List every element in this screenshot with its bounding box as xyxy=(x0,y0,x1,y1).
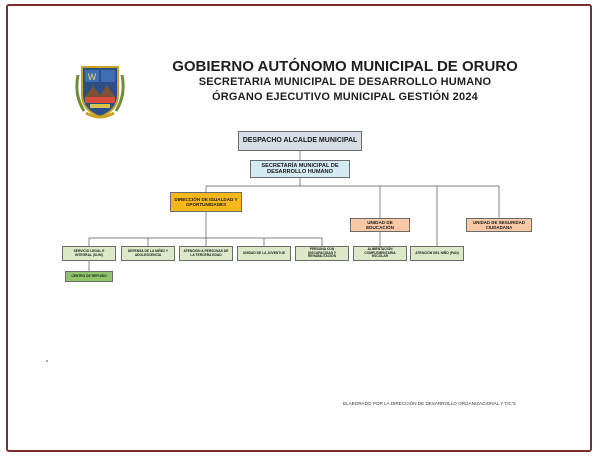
page-frame xyxy=(6,4,592,452)
node-despacho-alcalde: DESPACHO ALCALDE MUNICIPAL xyxy=(238,131,362,151)
footer-credit: ELABORADO POR LA DIRECCIÓN DE DESARROLLO… xyxy=(343,401,516,406)
municipal-coat-of-arms-icon: W xyxy=(70,55,130,125)
node-tercera-edad: ATENCIÓN A PERSONAS DE LA TERCERA EDAD xyxy=(179,246,233,261)
node-atencion-nino-pan: ATENCIÓN DEL NIÑO (PAN) xyxy=(410,246,464,261)
node-unidad-seguridad: UNIDAD DE SEGURIDAD CIUDADANA xyxy=(466,218,532,232)
node-centro-refugio: CENTRO DE REFUGIO xyxy=(65,271,113,282)
stray-dot xyxy=(46,360,48,362)
page-subtitle-secretaria: SECRETARIA MUNICIPAL DE DESARROLLO HUMAN… xyxy=(198,76,492,88)
node-direccion-igualdad: DIRECCIÓN DE IGUALDAD Y OPORTUNIDADES xyxy=(170,192,242,212)
page-title: GOBIERNO AUTÓNOMO MUNICIPAL DE ORURO xyxy=(172,58,518,75)
node-unidad-juventud: UNIDAD DE LA JUVENTUD xyxy=(237,246,291,261)
node-unidad-educacion: UNIDAD DE EDUCACIÓN xyxy=(350,218,410,232)
node-slim: SERVICIO LEGAL E INTEGRAL (SLIM) xyxy=(62,246,116,261)
node-defensa-ninez: DEFENSA DE LA NIÑEZ Y ADOLESCENCIA xyxy=(121,246,175,261)
svg-text:W: W xyxy=(88,72,97,82)
node-discapacidad: PERSONA CON DISCAPACIDAD Y REHABILITACIÓ… xyxy=(295,246,349,261)
page-subtitle-gestion: ÓRGANO EJECUTIVO MUNICIPAL GESTIÓN 2024 xyxy=(212,91,478,103)
node-alimentacion-escolar: ALIMENTACIÓN COMPLEMENTARIA ESCOLAR xyxy=(353,246,407,261)
node-secretaria-desarrollo-humano: SECRETARÍA MUNICIPAL DE DESARROLLO HUMAN… xyxy=(250,160,350,178)
